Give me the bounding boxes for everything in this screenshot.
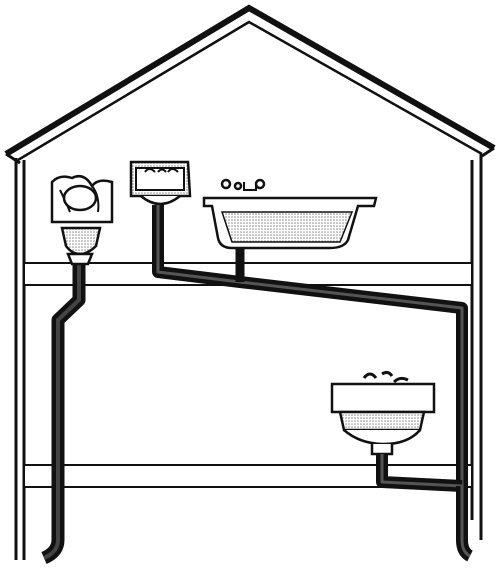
- right-vent-stack-icon: [462, 486, 470, 556]
- roof: [6, 8, 494, 163]
- main-drain-stack-icon: [44, 262, 79, 558]
- toilet-icon: [52, 176, 112, 264]
- bathtub-icon: [204, 180, 376, 248]
- wall-sink-icon: [131, 162, 190, 204]
- kitchen-sink-icon: [332, 372, 434, 454]
